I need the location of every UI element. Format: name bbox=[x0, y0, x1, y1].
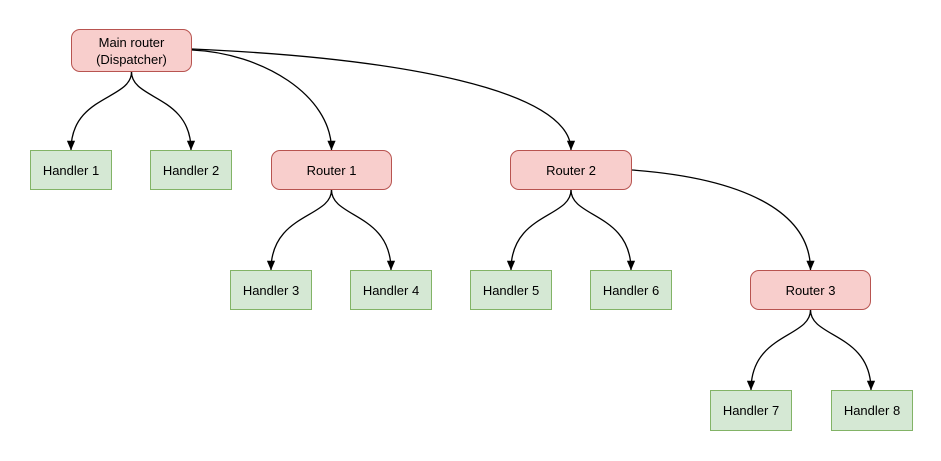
node-handler-3: Handler 3 bbox=[230, 270, 312, 310]
edge-router-1-to-handler-4 bbox=[330, 189, 396, 271]
node-router-3: Router 3 bbox=[750, 270, 871, 310]
edge-main-router-to-handler-1 bbox=[66, 71, 133, 151]
edge-main-router-to-handler-2 bbox=[130, 71, 196, 151]
node-router-2: Router 2 bbox=[510, 150, 632, 190]
node-handler-8: Handler 8 bbox=[831, 390, 913, 431]
node-handler-5: Handler 5 bbox=[470, 270, 552, 310]
edge-router-3-to-handler-7 bbox=[746, 309, 812, 391]
node-handler-1: Handler 1 bbox=[30, 150, 112, 190]
node-handler-6: Handler 6 bbox=[590, 270, 672, 310]
edge-router-2-to-router-3 bbox=[631, 169, 815, 271]
node-handler-7: Handler 7 bbox=[710, 390, 792, 431]
edge-main-router-to-router-1 bbox=[191, 49, 336, 151]
node-handler-4: Handler 4 bbox=[350, 270, 432, 310]
edge-main-router-to-router-2 bbox=[191, 48, 576, 151]
edge-router-2-to-handler-6 bbox=[570, 189, 636, 271]
edge-router-2-to-handler-5 bbox=[506, 189, 572, 271]
node-main-router: Main router (Dispatcher) bbox=[71, 29, 192, 72]
node-handler-2: Handler 2 bbox=[150, 150, 232, 190]
edge-router-1-to-handler-3 bbox=[266, 189, 333, 271]
edge-router-3-to-handler-8 bbox=[809, 309, 876, 391]
node-router-1: Router 1 bbox=[271, 150, 392, 190]
